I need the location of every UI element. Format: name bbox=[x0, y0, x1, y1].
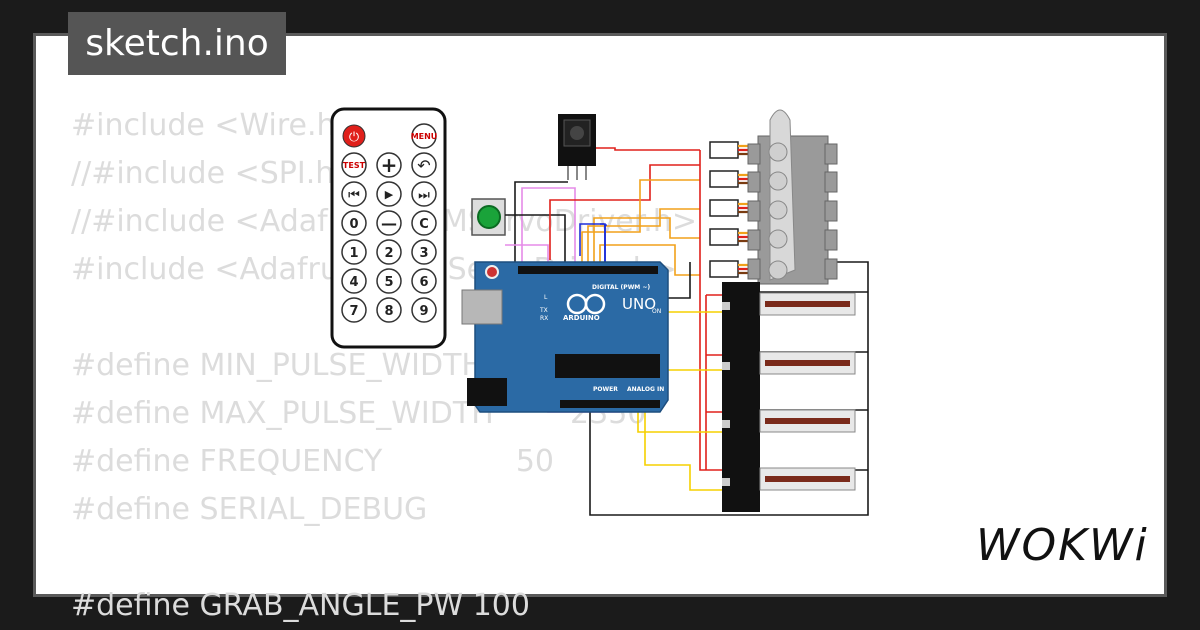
code-line: #define MAX_PULSE_WIDTH 2350 bbox=[71, 396, 647, 431]
remote-digit-button[interactable] bbox=[411, 268, 437, 294]
remote-back-button[interactable] bbox=[411, 152, 437, 178]
slide-potentiometer[interactable] bbox=[722, 456, 856, 512]
remote-menu-button[interactable] bbox=[411, 123, 437, 149]
remote-digit-label: 2 bbox=[384, 246, 393, 261]
remote-digit-button[interactable] bbox=[376, 297, 402, 323]
arduino-model-label: UNO bbox=[622, 295, 656, 313]
play-icon: ▶ bbox=[385, 188, 394, 201]
remote-digit-button[interactable] bbox=[341, 239, 367, 265]
remote-digit-button[interactable] bbox=[376, 239, 402, 265]
sketch-filename-tab[interactable]: sketch.ino bbox=[68, 12, 286, 75]
code-line: #define SERIAL_DEBUG bbox=[71, 492, 428, 527]
code-line: //#include <Adafruit_PWMServoDriver.h> bbox=[71, 204, 697, 239]
minus-icon: — bbox=[381, 214, 397, 233]
ir-remote: ⏻ MENU TEST + ↶ ⏮ ▶ ⏭ 0 — C 1 2 3 4 bbox=[330, 107, 447, 349]
slide-potentiometer[interactable] bbox=[722, 340, 856, 398]
slide-potentiometers bbox=[722, 282, 856, 512]
arduino-l-label: L bbox=[544, 294, 548, 301]
remote-power-button[interactable] bbox=[342, 124, 366, 148]
arduino-power-label: POWER bbox=[593, 386, 618, 393]
code-line: #define GRAB_ANGLE_PW 100 bbox=[71, 588, 530, 623]
remote-menu-label: MENU bbox=[411, 132, 438, 141]
power-icon: ⏻ bbox=[349, 130, 359, 145]
arduino-rx-label: RX bbox=[540, 315, 548, 322]
remote-c-button[interactable] bbox=[411, 210, 437, 236]
remote-digit-button[interactable] bbox=[341, 297, 367, 323]
arduino-digital-label: DIGITAL (PWM ~) bbox=[592, 284, 650, 291]
remote-0-button[interactable] bbox=[341, 210, 367, 236]
remote-digit-label: 7 bbox=[349, 304, 358, 319]
remote-play-button[interactable] bbox=[376, 181, 402, 207]
slide-potentiometer[interactable] bbox=[722, 282, 856, 340]
remote-c-label: C bbox=[419, 217, 429, 232]
remote-next-button[interactable] bbox=[411, 181, 437, 207]
remote-digit-label: 9 bbox=[419, 304, 428, 319]
remote-digit-label: 1 bbox=[349, 246, 358, 261]
arduino-brand-label: ARDUINO bbox=[563, 314, 600, 322]
remote-digit-buttons: 1 2 3 4 5 6 7 8 9 bbox=[341, 239, 437, 323]
arduino-on-label: ON bbox=[652, 308, 661, 315]
push-button[interactable] bbox=[471, 198, 506, 236]
remote-digit-label: 8 bbox=[384, 304, 393, 319]
slide-potentiometer[interactable] bbox=[722, 398, 856, 456]
arduino-analog-label: ANALOG IN bbox=[627, 386, 664, 393]
arduino-uno[interactable]: UNO ARDUINO DIGITAL (PWM ~) POWER ANALOG… bbox=[461, 261, 669, 413]
remote-plus-button[interactable] bbox=[376, 152, 402, 178]
prev-icon: ⏮ bbox=[348, 188, 360, 203]
next-icon: ⏭ bbox=[418, 188, 430, 203]
remote-digit-label: 3 bbox=[419, 246, 428, 261]
back-icon: ↶ bbox=[417, 156, 430, 175]
remote-digit-button[interactable] bbox=[411, 239, 437, 265]
remote-test-label: TEST bbox=[343, 161, 366, 170]
remote-digit-label: 6 bbox=[419, 275, 428, 290]
sketch-preview-frame: #include <Wire.h> //#include <SPI.h> //#… bbox=[33, 33, 1167, 623]
code-line: #define MIN_PULSE_WIDTH bbox=[71, 348, 484, 383]
remote-digit-button[interactable] bbox=[411, 297, 437, 323]
remote-minus-button[interactable] bbox=[376, 210, 402, 236]
remote-digit-button[interactable] bbox=[341, 268, 367, 294]
remote-digit-label: 5 bbox=[384, 275, 393, 290]
arduino-tx-label: TX bbox=[539, 307, 548, 314]
wokwi-logo: WOKWi bbox=[976, 520, 1149, 571]
ir-receiver[interactable] bbox=[558, 114, 596, 180]
remote-digit-button[interactable] bbox=[376, 268, 402, 294]
remote-test-button[interactable] bbox=[341, 152, 367, 178]
remote-0-label: 0 bbox=[349, 217, 358, 232]
code-line: #define FREQUENCY 50 bbox=[71, 444, 554, 479]
remote-digit-label: 4 bbox=[349, 275, 358, 290]
plus-icon: + bbox=[381, 153, 398, 177]
remote-prev-button[interactable] bbox=[341, 181, 367, 207]
servo-stack[interactable] bbox=[747, 109, 838, 285]
